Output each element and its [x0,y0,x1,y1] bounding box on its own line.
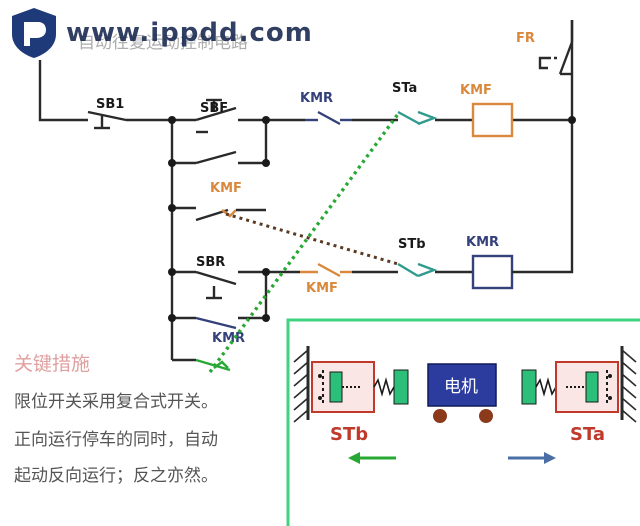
junction-nodes [168,116,576,322]
right-wall [620,346,637,423]
sta-top-label: STa [392,81,417,96]
stb-switch-label: STb [330,424,368,445]
stb-switch-internals [318,370,362,404]
sta-switch-internals [566,370,612,404]
stb-spring [373,377,395,397]
left-direction-arrow [348,452,396,464]
watermark: 自动往复运动控制电路 www.ippdd.com [0,0,330,60]
watermark-url: www.ippdd.com [66,18,313,48]
sta-spring [535,377,557,397]
fr-thermal-contact [538,20,574,76]
kmr-coil-label: KMR [466,235,499,250]
motor-wheel-left [433,409,447,423]
sbr-label: SBR [196,255,225,270]
kmr-holding-contact [195,316,237,330]
notes-line-3: 起动反向运行；反之亦然。 [14,466,218,486]
right-direction-arrow [508,452,556,464]
kmf-holding-contact [195,150,237,165]
motor-wheel-right [479,409,493,423]
stb-limit-contact [397,262,438,278]
sta-switch-label: STa [570,424,605,445]
kmr-coil [471,254,514,290]
stb-actuator [393,369,409,405]
sb1-label: SB1 [96,97,124,112]
fr-label: FR [516,31,535,46]
kmf-coil-label: KMF [460,83,492,98]
sta-secondary-contact [195,208,266,222]
notes-line-1: 限位开关采用复合式开关。 [14,392,218,412]
watermark-subtitle: 自动往复运动控制电路 [78,33,248,53]
motor-block [427,363,497,407]
kmf-interlock-contact [300,262,352,278]
sta-actuator [521,369,537,405]
left-wall [293,346,310,423]
stb-mid-label: STb [398,237,426,252]
sbf-forward-button [195,98,237,134]
sta-mechanical-link [208,112,400,374]
sta-limit-contact [397,110,438,126]
sbr-reverse-button [195,270,237,300]
kmr-interlock-contact [305,110,352,126]
kmf-coil [471,102,514,138]
stb-mechanical-link [225,212,399,266]
kmf-hold-label: KMF [210,181,242,196]
kmf-mid-label: KMF [306,281,338,296]
circuit-wires [38,20,574,362]
notes-title: 关键措施 [14,353,91,375]
notes-line-2: 正向运行停车的同时，自动 [14,430,218,450]
mechanism-frame [286,318,640,526]
logo-shield-icon [12,8,56,58]
kmr-top-label: KMR [300,91,333,106]
sbf-label: SBF [200,101,228,116]
motor-label: 电机 [444,377,478,397]
kmr-hold-label: KMR [212,331,245,346]
sb1-stop-button [87,110,127,130]
